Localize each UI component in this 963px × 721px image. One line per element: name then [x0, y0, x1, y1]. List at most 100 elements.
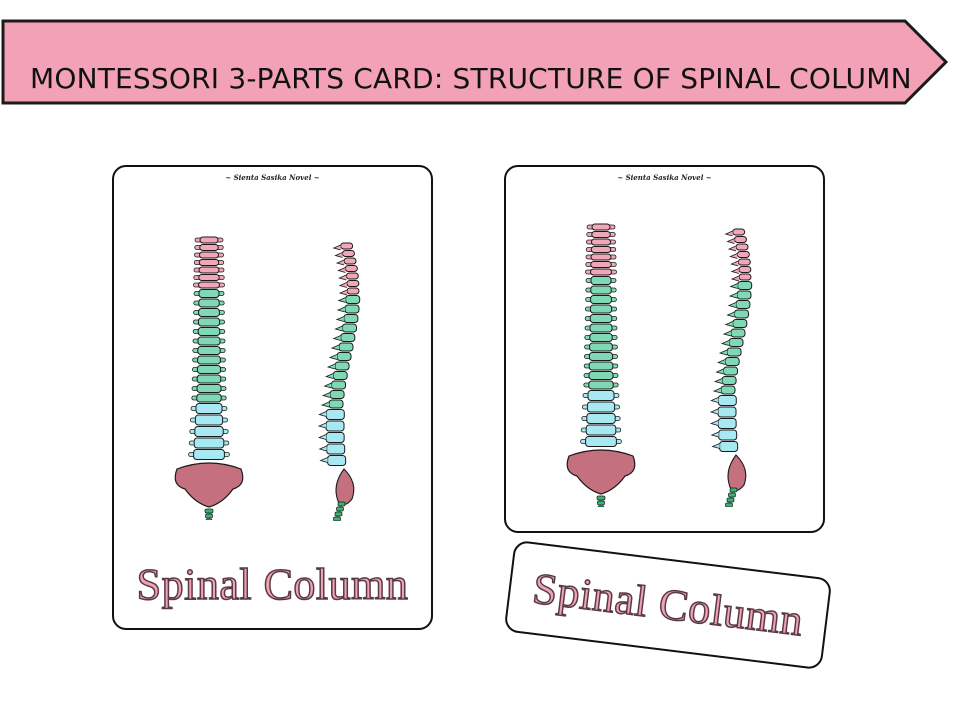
vertebra [726, 309, 749, 319]
vertebra [320, 399, 344, 409]
vertebra [193, 281, 225, 289]
vertebra [319, 455, 347, 466]
vertebra [583, 380, 619, 390]
vertebra [323, 380, 347, 390]
vertebra [584, 333, 618, 342]
vertebra [724, 228, 746, 237]
vertebra [727, 243, 749, 252]
vertebra [192, 336, 226, 346]
coccyx-segment [725, 502, 733, 507]
vertebra [586, 231, 616, 238]
vertebra [189, 426, 229, 437]
vertebra [581, 401, 621, 413]
vertebra [727, 300, 751, 309]
card-credit: ~ Sienta Sasika Novel ~ [225, 173, 320, 182]
coccyx-segment [728, 492, 736, 498]
vertebra [710, 395, 737, 406]
spine-front-view [174, 236, 244, 520]
sacrum [566, 449, 636, 495]
vertebra [338, 272, 359, 281]
vertebra [191, 365, 227, 374]
vertebra [192, 346, 226, 355]
vertebra [713, 376, 737, 385]
coccyx-segment [729, 487, 738, 493]
vertebra [191, 374, 227, 384]
vertebra [193, 298, 225, 308]
vertebra [321, 390, 345, 399]
vertebra [193, 274, 225, 281]
vertebra [580, 436, 622, 447]
vertebra [715, 366, 739, 376]
coccyx-segment [204, 508, 214, 514]
coccyx-segment [336, 506, 344, 512]
vertebra [334, 323, 357, 333]
vertebra [190, 403, 228, 414]
vertebra [318, 443, 346, 455]
vertebra [188, 437, 230, 449]
vertebra [728, 290, 752, 300]
coccyx-segment [597, 505, 605, 507]
sacrum [335, 468, 355, 506]
vertebra [332, 333, 356, 342]
vertebra [586, 223, 616, 231]
vertebra [335, 314, 359, 323]
vertebra [332, 242, 354, 251]
coccyx-segment [205, 513, 213, 519]
vertebra [192, 355, 226, 365]
vertebra [718, 347, 742, 357]
vertebra [584, 314, 618, 323]
vertebra [729, 251, 750, 259]
coccyx-segment [334, 511, 343, 517]
vertebra [711, 441, 739, 452]
vertebra [338, 280, 360, 288]
vertebra [730, 266, 752, 274]
spine-front-view [566, 223, 636, 507]
vertebra [191, 393, 227, 403]
vertebra [583, 371, 619, 380]
vertebra [318, 409, 345, 420]
vertebra [334, 250, 355, 258]
vertebra [337, 295, 361, 304]
vertebra [192, 327, 226, 336]
coccyx-segment [337, 501, 346, 507]
vertebra [581, 413, 621, 424]
vertebra [191, 384, 227, 393]
vertebra [194, 244, 224, 251]
coccyx-segment [333, 516, 341, 521]
vertebra [729, 281, 753, 290]
vertebra [335, 257, 357, 266]
vertebra [720, 338, 744, 347]
sacrum [174, 462, 244, 508]
vertebra [193, 308, 225, 317]
vertebra [338, 287, 360, 296]
spine-side-view [709, 228, 753, 507]
vertebra [583, 352, 619, 361]
vertebra [585, 261, 617, 268]
vertebra [584, 323, 618, 333]
vertebra [336, 304, 360, 314]
vertebra [730, 273, 752, 282]
vertebra [585, 246, 617, 253]
vertebra [584, 304, 618, 314]
vertebra [325, 371, 348, 380]
vertebra [730, 258, 751, 267]
vertebra [709, 406, 737, 418]
vertebra [193, 259, 225, 266]
vertebra [189, 414, 229, 426]
vertebra [585, 285, 617, 295]
sacrum [727, 454, 747, 492]
vertebra [317, 420, 345, 432]
banner-title: MONTESSORI 3-PARTS CARD: STRUCTURE OF SP… [30, 62, 912, 95]
vertebra [585, 268, 617, 276]
vertebra [712, 385, 736, 395]
vertebra [582, 390, 620, 401]
vertebra [326, 361, 350, 371]
coccyx-segment [596, 495, 606, 501]
vertebra [717, 357, 740, 366]
vertebra [330, 342, 354, 352]
vertebra [193, 289, 225, 298]
vertebra [188, 449, 230, 460]
label-card: Spinal Column [503, 539, 833, 671]
vertebra [317, 432, 345, 443]
vertebra [709, 418, 737, 429]
